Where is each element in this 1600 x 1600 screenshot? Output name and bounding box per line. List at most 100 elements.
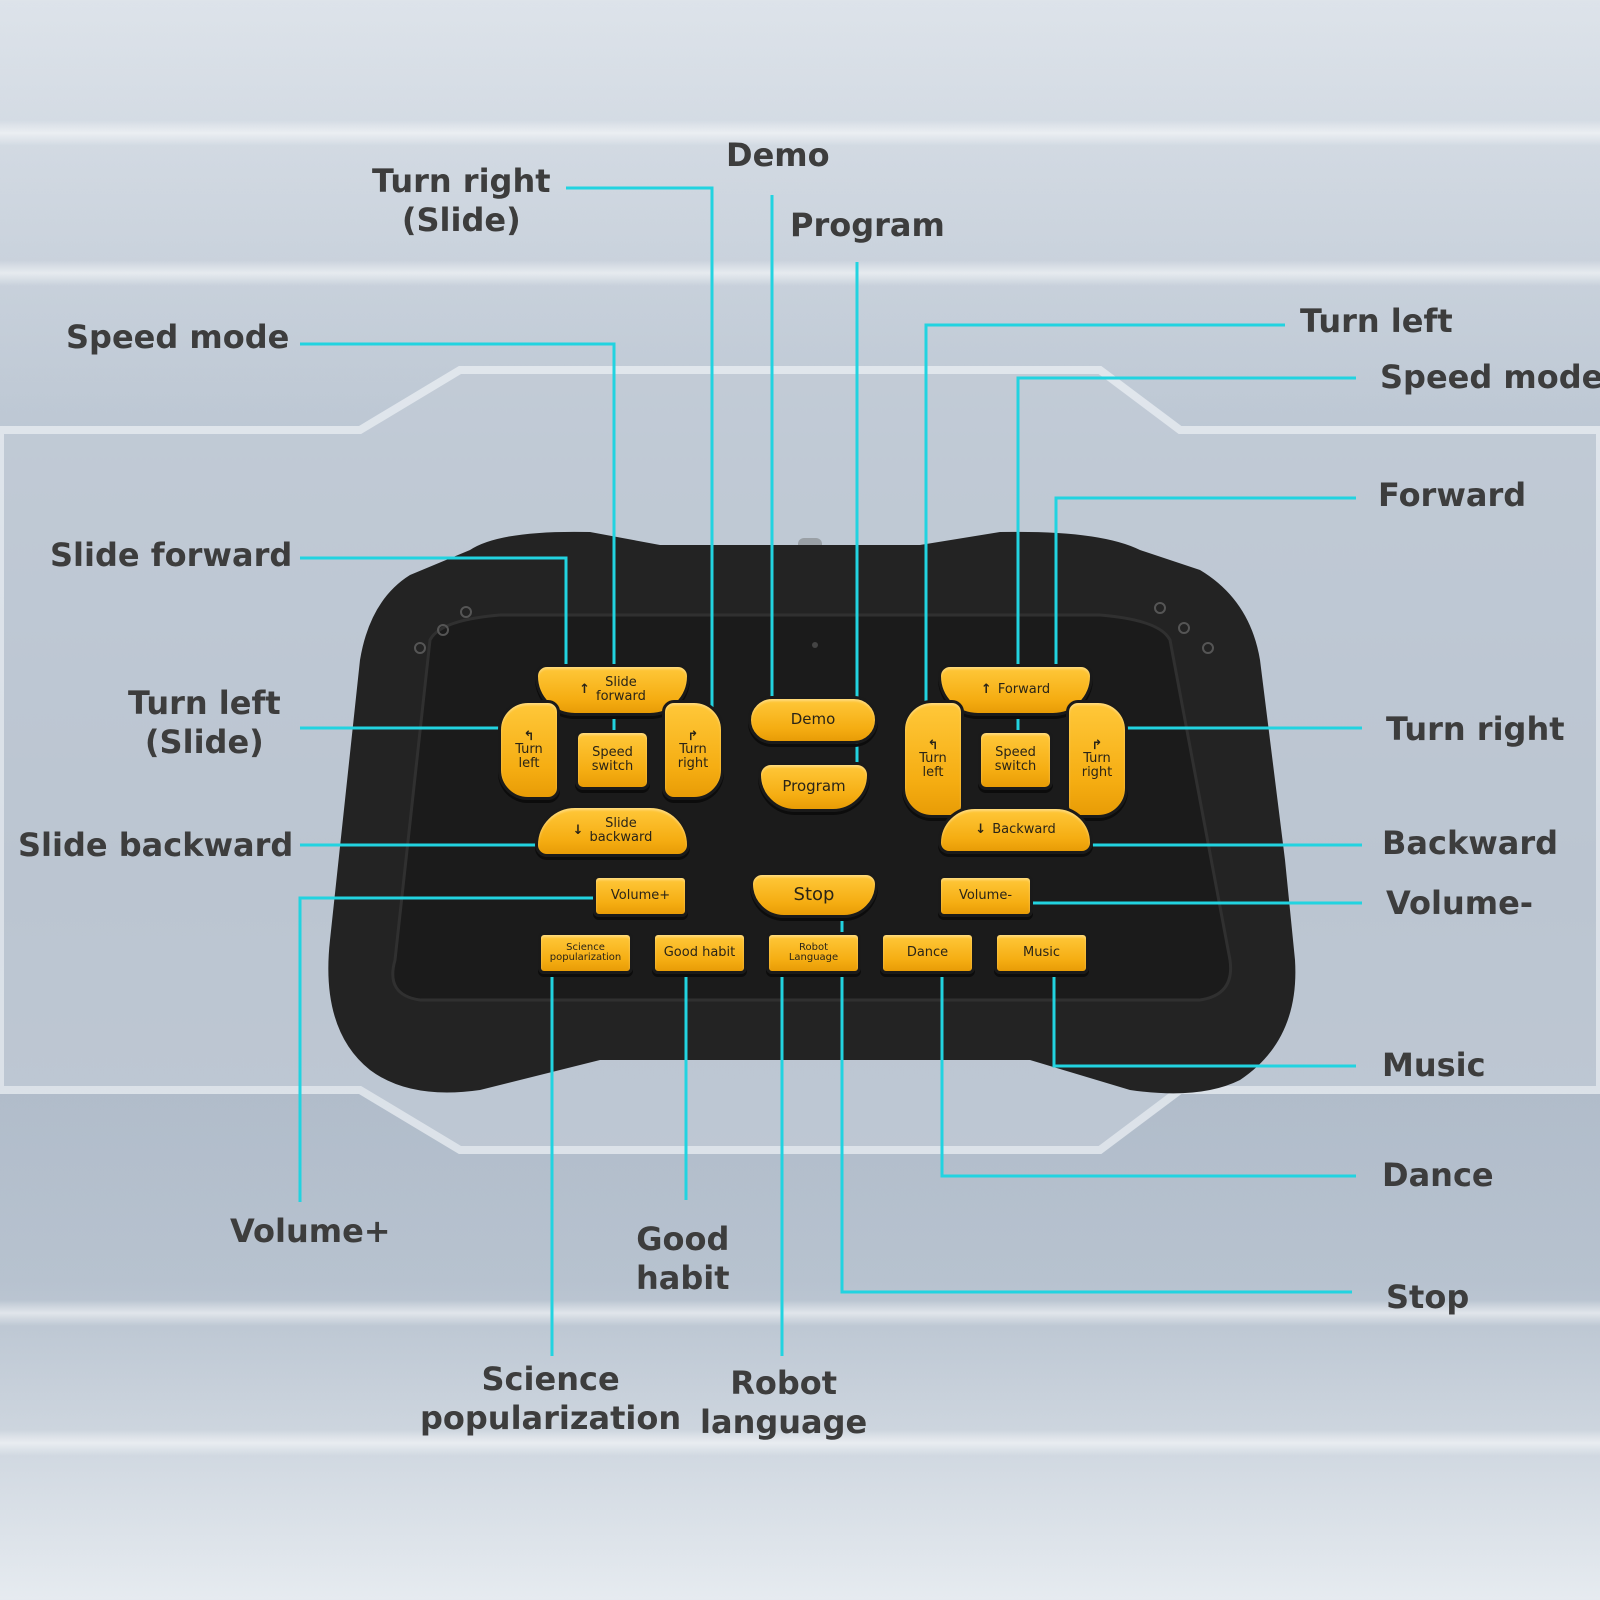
button-label: Turn: [515, 742, 543, 758]
callout-backward: Backward: [1382, 824, 1559, 862]
button-label: switch: [994, 759, 1037, 774]
button-label: right: [677, 755, 709, 771]
button-label: Speed: [995, 745, 1036, 761]
leader-turn-right-slide: [566, 186, 714, 760]
callout-line: Turn right: [372, 162, 551, 200]
arrow-down-icon: ↓: [572, 823, 584, 839]
turn-right-icon: ↱: [687, 728, 699, 744]
leader-slide-forward: [300, 556, 568, 688]
turn-right-icon: ↱: [1091, 737, 1103, 753]
callout-program: Program: [790, 206, 945, 244]
button-label: Language: [788, 952, 839, 963]
volume-plus-button[interactable]: Volume+: [593, 875, 688, 917]
button-label: Stop: [793, 883, 835, 905]
callout-forward: Forward: [1378, 476, 1527, 514]
callout-music: Music: [1382, 1046, 1486, 1084]
callout-speed-mode-left: Speed mode: [66, 318, 290, 356]
callout-dance: Dance: [1382, 1156, 1494, 1194]
arrow-up-icon: ↑: [579, 682, 591, 698]
callout-turn-right-slide: Turn right (Slide): [372, 162, 551, 240]
button-label: backward: [589, 830, 653, 845]
indicator-dot: [414, 642, 426, 654]
callout-line: Science: [481, 1360, 620, 1398]
button-label: switch: [591, 759, 634, 774]
background-light-band: [0, 1300, 1600, 1326]
turn-left-icon: ↰: [927, 737, 939, 753]
turn-left-icon: ↰: [523, 728, 535, 744]
leader-volume-plus: [298, 896, 610, 1202]
dance-button[interactable]: Dance: [880, 932, 975, 974]
button-label: Volume+: [610, 888, 671, 904]
button-label: right: [1081, 764, 1113, 780]
callout-line: Robot: [730, 1364, 838, 1402]
demo-button[interactable]: Demo: [748, 696, 878, 744]
callout-slide-backward: Slide backward: [18, 826, 294, 864]
callout-line: (Slide): [401, 201, 521, 239]
callout-stop: Stop: [1386, 1278, 1470, 1316]
callout-science-popularization: Science popularization: [420, 1360, 681, 1438]
music-button[interactable]: Music: [994, 932, 1089, 974]
button-label: Slide: [605, 675, 637, 691]
callout-speed-mode-right: Speed mode: [1380, 358, 1600, 396]
background-light-band: [0, 120, 1600, 146]
program-button[interactable]: Program: [758, 762, 870, 812]
button-label: Backward: [992, 822, 1056, 838]
background-light-band: [0, 1430, 1600, 1456]
button-label: Forward: [997, 682, 1051, 698]
button-label: Dance: [906, 945, 949, 961]
button-label: Turn: [919, 751, 947, 767]
arrow-up-icon: ↑: [980, 682, 992, 698]
button-label: Demo: [790, 710, 836, 729]
indicator-dot: [1178, 622, 1190, 634]
indicator-dot: [1202, 642, 1214, 654]
callout-volume-minus: Volume-: [1386, 884, 1534, 922]
callout-turn-right: Turn right: [1386, 710, 1565, 748]
background-light-band: [0, 260, 1600, 286]
button-label: Good habit: [663, 945, 736, 961]
backward-button[interactable]: ↓ Backward: [938, 806, 1093, 854]
volume-minus-button[interactable]: Volume-: [938, 875, 1033, 917]
button-label: Robot: [798, 941, 828, 953]
button-label: Turn: [679, 742, 707, 758]
leader-stop: [840, 902, 1352, 1294]
callout-turn-left: Turn left: [1300, 302, 1453, 340]
leader-forward: [1054, 496, 1356, 688]
callout-line: popularization: [420, 1399, 682, 1437]
arrow-down-icon: ↓: [975, 822, 987, 838]
stop-button[interactable]: Stop: [750, 872, 878, 918]
button-label: left: [922, 764, 944, 780]
leader-dance: [940, 962, 1356, 1178]
leader-speed-mode-right: [1016, 376, 1356, 758]
callout-line: Turn left: [128, 684, 281, 722]
callout-slide-forward: Slide forward: [50, 536, 293, 574]
callout-line: (Slide): [144, 723, 264, 761]
callout-line: habit: [636, 1259, 730, 1297]
button-label: Science: [566, 941, 605, 953]
callout-line: Good: [636, 1220, 730, 1258]
button-label: Program: [782, 777, 846, 796]
leader-music: [1052, 962, 1356, 1068]
indicator-dot: [460, 606, 472, 618]
mic-hole: [812, 642, 818, 648]
callout-good-habit: Good habit: [636, 1220, 730, 1298]
callout-demo: Demo: [726, 136, 830, 174]
button-label: Music: [1023, 945, 1060, 961]
leader-turn-left: [924, 323, 1285, 730]
callout-robot-language: Robot language: [700, 1364, 867, 1442]
leader-speed-mode-left: [300, 342, 616, 758]
button-label: left: [518, 755, 540, 771]
callout-turn-left-slide: Turn left (Slide): [128, 684, 281, 762]
good-habit-button[interactable]: Good habit: [652, 932, 747, 974]
indicator-dot: [437, 624, 449, 636]
callout-line: language: [700, 1403, 868, 1441]
button-label: Turn: [1083, 751, 1111, 767]
